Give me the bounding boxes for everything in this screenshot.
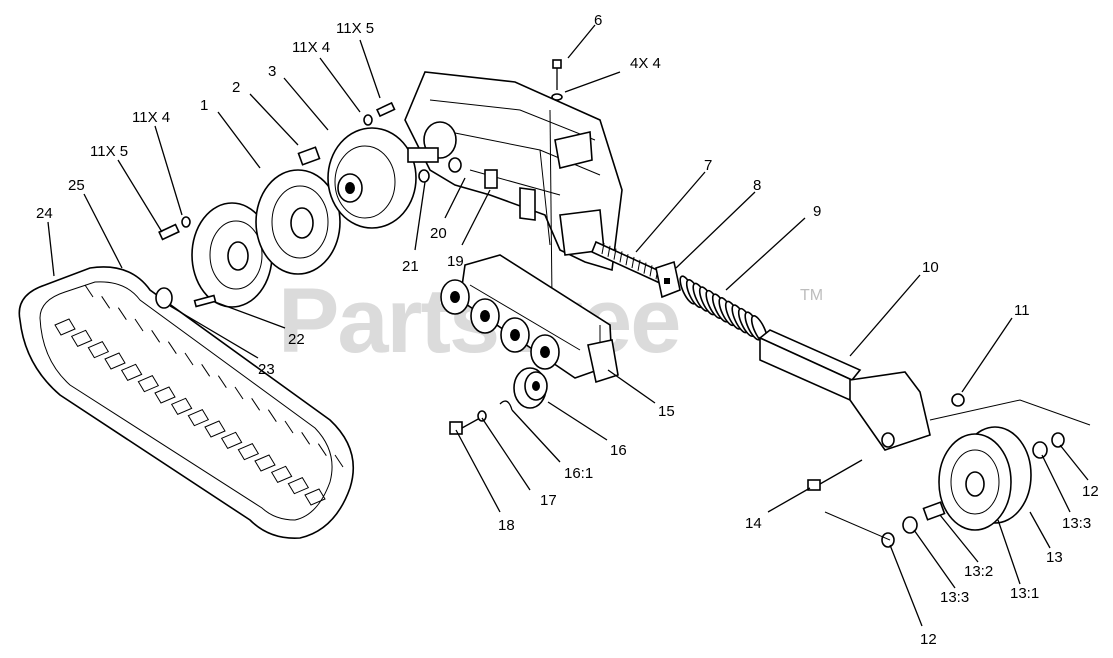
- idler-bolt-14: [807, 459, 863, 491]
- callout-24: 24: [36, 205, 53, 222]
- callout-23: 23: [258, 361, 275, 378]
- callout-1: 1: [200, 97, 208, 114]
- callout-16: 16: [610, 442, 627, 459]
- drive-hub-3: [327, 127, 417, 229]
- callout-4x4: 4X 4: [630, 55, 661, 72]
- frame-bolt-6: [551, 59, 563, 101]
- callout-16-1: 16:1: [564, 465, 593, 482]
- callout-15: 15: [658, 403, 675, 420]
- callout-12-right: 12: [1082, 483, 1099, 500]
- tension-spring-9: [679, 275, 769, 345]
- bogie-assembly-15: [440, 254, 619, 384]
- callout-11x5-top: 11X 5: [336, 20, 374, 37]
- bolt-small: [155, 101, 430, 309]
- callout-11: 11: [1014, 302, 1030, 319]
- callout-21: 21: [402, 258, 419, 275]
- hub-spacer-2: [297, 146, 321, 166]
- leader-lines: [47, 24, 1089, 627]
- nut-11: [951, 393, 965, 407]
- callout-25: 25: [68, 177, 85, 194]
- callout-8: 8: [753, 177, 761, 194]
- callout-11x4-top: 11X 4: [292, 39, 330, 56]
- callout-14: 14: [745, 515, 762, 532]
- track-frame: [404, 71, 623, 301]
- callout-10: 10: [922, 259, 939, 276]
- callout-18: 18: [498, 517, 515, 534]
- axle-bolt-18: [449, 400, 513, 435]
- callout-13-2: 13:2: [964, 563, 993, 580]
- callout-11x5-left: 11X 5: [90, 143, 128, 160]
- callout-12-bottom: 12: [920, 631, 937, 648]
- callout-2: 2: [232, 79, 240, 96]
- sprocket-plate-outer: [191, 202, 273, 308]
- callout-19: 19: [447, 253, 464, 270]
- callout-13: 13: [1046, 549, 1063, 566]
- bogie-wheel-16: [513, 367, 548, 409]
- rubber-track: [18, 266, 354, 539]
- callout-13-3-right: 13:3: [1062, 515, 1091, 532]
- callout-7: 7: [704, 157, 712, 174]
- idler-wheel-13: [824, 399, 1091, 548]
- callout-6: 6: [594, 12, 602, 29]
- callout-22: 22: [288, 331, 305, 348]
- sprocket-plate-1: [255, 169, 341, 275]
- tension-arm-10: [758, 329, 931, 451]
- callout-labels: 1 2 3 11X 4 11X 5 6 4X 4 11X 4 11X 5 25 …: [36, 12, 1099, 648]
- callout-20: 20: [430, 225, 447, 242]
- callout-9: 9: [813, 203, 821, 220]
- callout-3: 3: [268, 63, 276, 80]
- callout-17: 17: [540, 492, 557, 509]
- watermark-trademark: TM: [800, 287, 823, 304]
- callout-11x4-left: 11X 4: [132, 109, 170, 126]
- callout-13-3-left: 13:3: [940, 589, 969, 606]
- callout-13-1: 13:1: [1010, 585, 1039, 602]
- tension-nut-8: [655, 260, 681, 299]
